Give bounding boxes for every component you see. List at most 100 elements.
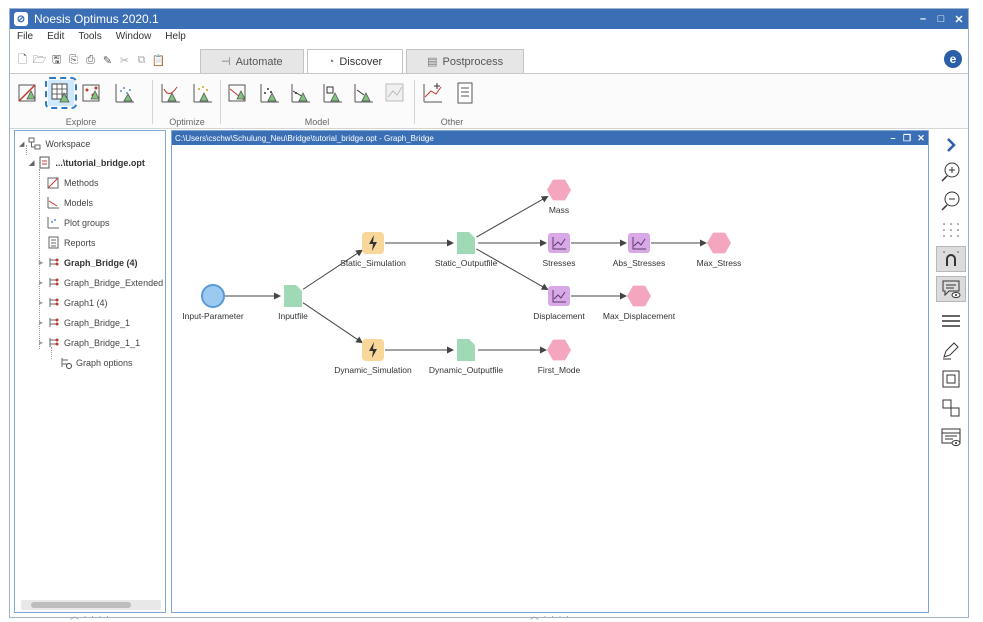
doe-table-icon[interactable] bbox=[45, 77, 77, 109]
zoom-out-icon[interactable] bbox=[936, 188, 966, 214]
menu-edit[interactable]: Edit bbox=[47, 31, 65, 42]
graph-edge-static_out-displacement[interactable] bbox=[476, 248, 549, 291]
graph-node-static-sim[interactable]: Static_Simulation bbox=[340, 232, 406, 268]
align-icon[interactable] bbox=[936, 308, 966, 334]
paste-icon[interactable]: 📋 bbox=[151, 54, 166, 67]
layout-icon[interactable] bbox=[936, 395, 966, 421]
graph-node-stresses[interactable]: Stresses bbox=[542, 233, 576, 268]
automate-icon: ⊣ bbox=[221, 56, 231, 68]
duplicate-icon[interactable] bbox=[936, 366, 966, 392]
model-compare-icon[interactable] bbox=[320, 80, 345, 106]
tab-postprocess[interactable]: ▤ Postprocess bbox=[406, 49, 525, 73]
tree-collapse-icon[interactable]: ◢ bbox=[19, 140, 25, 148]
tree-item-plot-groups[interactable]: Plot groups bbox=[47, 216, 110, 229]
graph-node-dyn-sim[interactable]: Dynamic_Simulation bbox=[334, 339, 412, 375]
file-node-icon[interactable] bbox=[457, 339, 475, 361]
window-title: Noesis Optimus 2020.1 bbox=[34, 12, 159, 26]
save-icon[interactable]: 🖫 bbox=[51, 53, 62, 66]
sampling-icon[interactable] bbox=[80, 80, 106, 106]
tree-expand-icon[interactable]: ▸ bbox=[39, 318, 44, 327]
maximize-button[interactable]: □ bbox=[937, 13, 945, 25]
graph-edge-inputfile-static_sim[interactable] bbox=[302, 249, 363, 290]
comment-view-icon[interactable] bbox=[936, 276, 966, 302]
menu-tools[interactable]: Tools bbox=[78, 31, 102, 42]
tree-expand-icon[interactable]: ▸ bbox=[39, 278, 44, 287]
graph-node-displacement[interactable]: Displacement bbox=[533, 286, 585, 321]
graph-node-first-mode[interactable]: First_Mode bbox=[538, 339, 581, 375]
graph-node-abs-stresses[interactable]: Abs_Stresses bbox=[613, 233, 665, 268]
response-surface-icon[interactable] bbox=[226, 80, 251, 106]
graph-edge-inputfile-dyn_sim[interactable] bbox=[302, 302, 364, 344]
output-node-icon[interactable] bbox=[547, 339, 571, 361]
print-icon[interactable]: ⎙ bbox=[86, 53, 95, 66]
zoom-in-icon[interactable] bbox=[936, 159, 966, 185]
tree-item-project[interactable]: ◢ ...\tutorial_bridge.opt bbox=[29, 156, 145, 169]
tree-horizontal-scrollbar[interactable] bbox=[21, 600, 161, 610]
editor-close-button[interactable]: ✕ bbox=[917, 132, 925, 143]
graph-node-mass[interactable]: Mass bbox=[547, 179, 571, 215]
tree-item-reports[interactable]: Reports bbox=[47, 236, 96, 249]
bottom-splitter-handle[interactable]: ︿ · · · · bbox=[70, 611, 110, 621]
file-node-icon[interactable] bbox=[457, 232, 475, 254]
snap-magnet-icon[interactable] bbox=[936, 246, 966, 272]
tree-item-graph-bridge-1[interactable]: ▸ Graph_Bridge_1 bbox=[39, 316, 130, 329]
robust-optimize-icon[interactable] bbox=[190, 80, 216, 106]
graph-node-max-stress[interactable]: Max_Stress bbox=[697, 232, 742, 268]
copy-icon[interactable]: ⧉ bbox=[137, 53, 146, 66]
editor-minimize-button[interactable]: – bbox=[890, 133, 896, 143]
menu-file[interactable]: File bbox=[17, 31, 34, 42]
graph-node-dyn-out[interactable]: Dynamic_Outputfile bbox=[429, 339, 503, 375]
graph-icon bbox=[47, 296, 60, 309]
output-node-icon[interactable] bbox=[707, 232, 731, 254]
model-disabled-icon[interactable] bbox=[383, 80, 408, 106]
optimize-icon[interactable] bbox=[158, 80, 184, 106]
experiment-design-icon[interactable] bbox=[16, 80, 42, 106]
properties-view-icon[interactable] bbox=[936, 424, 966, 450]
model-validate-icon[interactable] bbox=[351, 80, 376, 106]
tree-item-graph-options[interactable]: Graph options bbox=[59, 356, 133, 369]
tree-expand-icon[interactable]: ▸ bbox=[39, 338, 44, 347]
model-fit-icon[interactable] bbox=[289, 80, 314, 106]
tree-item-graph1[interactable]: ▸ Graph1 (4) bbox=[39, 296, 108, 309]
report-icon[interactable] bbox=[452, 80, 478, 106]
tab-automate[interactable]: ⊣ Automate bbox=[200, 49, 304, 73]
export-icon[interactable]: ⎘ bbox=[69, 53, 78, 66]
model-scatter-icon[interactable] bbox=[257, 80, 282, 106]
graph-node-input[interactable]: Input-Parameter bbox=[182, 284, 244, 321]
open-folder-icon[interactable]: 🗁 bbox=[32, 53, 47, 66]
grid-icon[interactable] bbox=[936, 217, 966, 243]
output-node-icon[interactable] bbox=[627, 285, 651, 307]
graph-node-static-out[interactable]: Static_Outputfile bbox=[435, 232, 498, 268]
tree-expand-icon[interactable]: ▸ bbox=[39, 298, 44, 307]
tree-item-graph-bridge-1-1[interactable]: ▸ Graph_Bridge_1_1 bbox=[39, 336, 140, 349]
scissors-icon[interactable]: ✂ bbox=[119, 54, 130, 67]
tree-collapse-icon[interactable]: ◢ bbox=[29, 159, 35, 167]
menu-window[interactable]: Window bbox=[115, 31, 152, 42]
graph-edge-static_out-mass[interactable] bbox=[476, 195, 549, 238]
tree-item-graph-bridge[interactable]: ▸ Graph_Bridge (4) bbox=[39, 256, 138, 269]
tree-item-workspace[interactable]: ◢ Workspace bbox=[19, 137, 90, 150]
tree-item-methods[interactable]: Methods bbox=[47, 176, 99, 189]
bottom-splitter-handle[interactable]: ︿ · · · · bbox=[530, 611, 570, 621]
graph-node-max-disp[interactable]: Max_Displacement bbox=[603, 285, 676, 321]
tab-discover[interactable]: ◔ Discover bbox=[306, 49, 404, 74]
minimize-button[interactable]: – bbox=[919, 13, 927, 25]
file-node-icon[interactable] bbox=[284, 285, 302, 307]
editor-restore-button[interactable]: ❐ bbox=[902, 132, 912, 143]
close-button[interactable]: ✕ bbox=[954, 13, 964, 26]
workflow-graph-canvas[interactable]: Input-Parameter Inputfile Static_Simulatio… bbox=[172, 145, 928, 612]
menu-help[interactable]: Help bbox=[165, 31, 186, 42]
input-node-icon[interactable] bbox=[201, 284, 225, 308]
tree-expand-icon[interactable]: ▸ bbox=[39, 258, 44, 267]
scrollbar-thumb[interactable] bbox=[31, 602, 131, 608]
pen-icon[interactable] bbox=[936, 337, 966, 363]
graph-node-inputfile[interactable]: Inputfile bbox=[278, 285, 308, 321]
output-node-icon[interactable] bbox=[547, 179, 571, 201]
add-graph-icon[interactable] bbox=[420, 80, 446, 106]
collapse-arrow-icon[interactable] bbox=[936, 132, 966, 158]
tree-item-graph-bridge-extended[interactable]: ▸ Graph_Bridge_Extended bbox=[39, 276, 163, 289]
new-file-icon[interactable]: 🗋 bbox=[18, 53, 27, 66]
brush-icon[interactable]: ✎ bbox=[102, 54, 113, 67]
tree-item-models[interactable]: Models bbox=[47, 196, 93, 209]
scatter-explore-icon[interactable] bbox=[112, 80, 138, 106]
